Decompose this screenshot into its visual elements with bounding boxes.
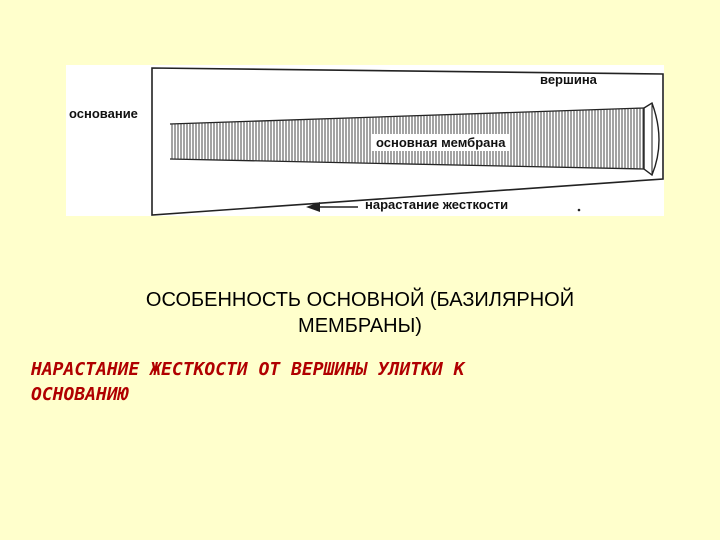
stray-dot: [577, 208, 581, 212]
heading-line-1: ОСОБЕННОСТЬ ОСНОВНОЙ (БАЗИЛЯРНОЙ: [145, 289, 575, 311]
stiffness-arrow-head-icon: [306, 202, 320, 212]
slide-heading: ОСОБЕННОСТЬ ОСНОВНОЙ (БАЗИЛЯРНОЙ МЕМБРАН…: [60, 287, 660, 339]
apex-label: вершина: [540, 72, 597, 87]
slide-subheading: НАРАСТАНИЕ ЖЕСТКОСТИ ОТ ВЕРШИНЫ УЛИТКИ К…: [31, 357, 691, 407]
cochlear-duct-outline: [151, 67, 664, 216]
membrane-upper-edge: [169, 107, 645, 125]
heading-line-2: МЕМБРАНЫ): [298, 315, 422, 337]
basilar-membrane-label: основная мембрана: [371, 134, 511, 151]
cochlea-outline: [151, 67, 664, 216]
membrane-lower-edge: [169, 158, 645, 170]
subheading-line-1: НАРАСТАНИЕ ЖЕСТКОСТИ ОТ ВЕРШИНЫ УЛИТКИ К: [31, 359, 465, 380]
subheading-line-2: ОСНОВАНИЮ: [31, 384, 129, 405]
stiffness-increase-label: нарастание жесткости: [365, 197, 509, 212]
basilar-membrane-diagram: основание вершина основная мембрана нара…: [66, 65, 664, 216]
base-label: основание: [69, 106, 138, 121]
